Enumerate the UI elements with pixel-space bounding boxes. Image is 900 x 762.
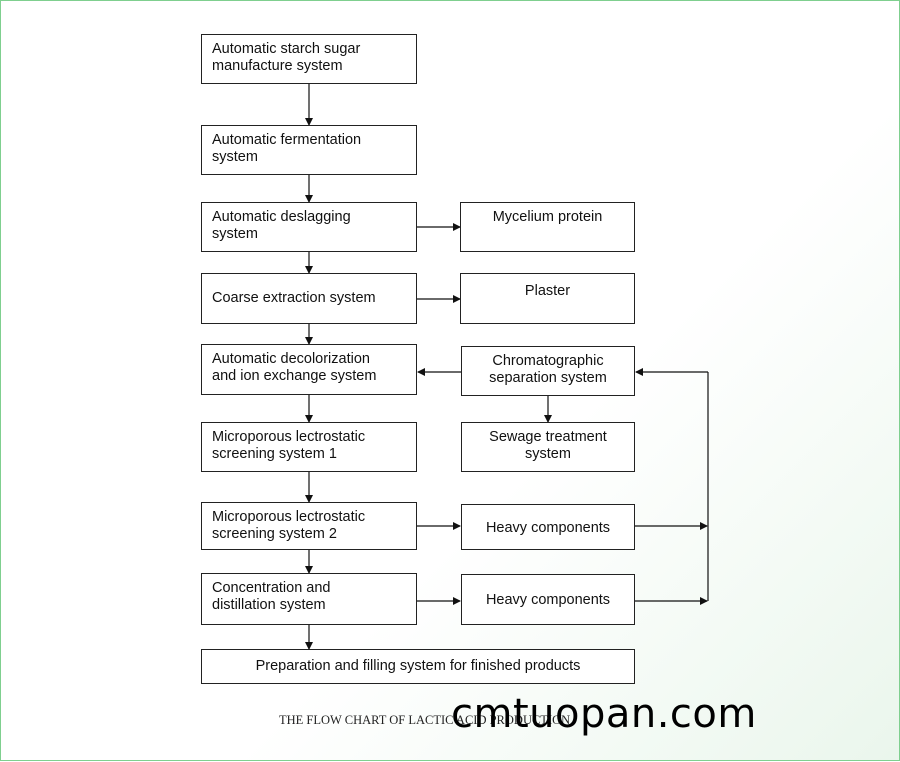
node-heavy-components-1: Heavy components [461,504,635,550]
node-concentration-distillation-label: Concentration and distillation system [212,580,331,613]
node-starch-sugar: Automatic starch sugar manufacture syste… [201,34,417,84]
node-preparation-filling-label: Preparation and filling system for finis… [255,658,581,674]
node-chromatographic-separation-label: Chromatographic separation system [489,353,607,386]
node-deslagging-label: Automatic deslagging system [212,209,351,242]
node-heavy-components-1-label: Heavy components [485,520,611,536]
node-coarse-extraction-label: Coarse extraction system [212,290,376,306]
node-starch-sugar-label: Automatic starch sugar manufacture syste… [212,41,361,74]
node-plaster-label: Plaster [524,283,571,299]
node-chromatographic-separation: Chromatographic separation system [461,346,635,396]
node-microporous-2: Microporous lectrostatic screening syste… [201,502,417,550]
node-preparation-filling: Preparation and filling system for finis… [201,649,635,684]
node-microporous-1: Microporous lectrostatic screening syste… [201,422,417,472]
node-fermentation-label: Automatic fermentation system [212,132,362,165]
node-plaster: Plaster [460,273,635,324]
node-decolorization: Automatic decolorization and ion exchang… [201,344,417,395]
node-heavy-components-2-label: Heavy components [485,592,611,608]
node-concentration-distillation: Concentration and distillation system [201,573,417,625]
node-sewage-treatment: Sewage treatment system [461,422,635,472]
node-sewage-treatment-label: Sewage treatment system [489,429,607,462]
node-heavy-components-2: Heavy components [461,574,635,625]
node-decolorization-label: Automatic decolorization and ion exchang… [212,351,377,384]
node-microporous-2-label: Microporous lectrostatic screening syste… [212,509,366,542]
node-deslagging: Automatic deslagging system [201,202,417,252]
node-coarse-extraction: Coarse extraction system [201,273,417,324]
node-mycelium-protein: Mycelium protein [460,202,635,252]
node-microporous-1-label: Microporous lectrostatic screening syste… [212,429,366,462]
node-mycelium-protein-label: Mycelium protein [492,209,603,225]
flowchart-caption: THE FLOW CHART OF LACTIC ACID PRODUCTION [279,713,571,727]
watermark-text: cmtuopan.com [451,691,757,737]
node-fermentation: Automatic fermentation system [201,125,417,175]
